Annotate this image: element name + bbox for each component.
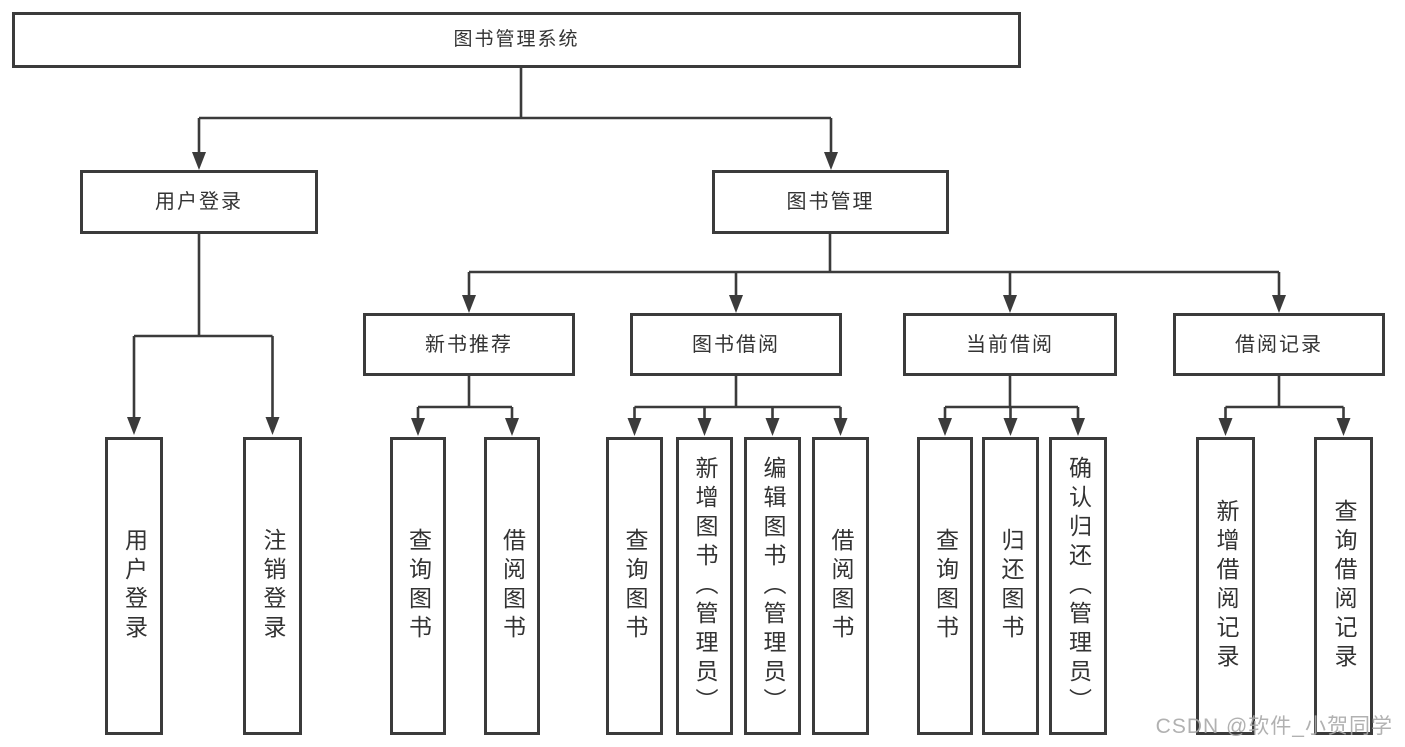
leaf-return-books: 归还图书: [982, 437, 1039, 735]
leaf-query-books-recommend: 查询图书: [390, 437, 446, 735]
leaf-borrow-books-recommend: 借阅图书: [484, 437, 540, 735]
leaf-user-login: 用户登录: [105, 437, 163, 735]
node-label: 图书管理系统: [453, 28, 580, 50]
leaf-logout: 注销登录: [243, 437, 302, 735]
node-label: 归还图书: [998, 528, 1024, 644]
node-label: 借阅图书: [499, 528, 526, 644]
leaf-add-book-admin: 新增图书（管理员）: [676, 437, 733, 735]
leaf-query-books-borrowing: 查询图书: [606, 437, 663, 735]
arrowheads: [127, 152, 1351, 436]
node-label: 注销登录: [260, 528, 286, 644]
node-label: 用户登录: [155, 191, 243, 213]
node-label: 查询图书: [932, 528, 959, 644]
leaf-borrow-books: 借阅图书: [812, 437, 869, 735]
node-label: 用户登录: [121, 528, 148, 644]
node-book-borrowing: 图书借阅: [630, 313, 842, 376]
node-library-management-system: 图书管理系统: [12, 12, 1021, 68]
leaf-add-borrow-record: 新增借阅记录: [1196, 437, 1255, 735]
node-label: 借阅记录: [1235, 333, 1323, 356]
node-borrowing-records: 借阅记录: [1173, 313, 1385, 376]
node-label: 查询借阅记录: [1331, 499, 1357, 673]
node-label: 新书推荐: [425, 333, 513, 356]
leaf-confirm-return-admin: 确认归还（管理员）: [1049, 437, 1107, 735]
node-label: 编辑图书（管理员）: [760, 455, 786, 717]
leaf-query-borrow-record: 查询借阅记录: [1314, 437, 1373, 735]
node-user-login: 用户登录: [80, 170, 318, 234]
leaf-query-books-current: 查询图书: [917, 437, 973, 735]
node-current-borrowing: 当前借阅: [903, 313, 1117, 376]
node-label: 当前借阅: [966, 333, 1054, 356]
leaf-edit-book-admin: 编辑图书（管理员）: [744, 437, 801, 735]
node-label: 图书借阅: [692, 333, 780, 356]
node-label: 图书管理: [786, 191, 875, 213]
node-book-management: 图书管理: [712, 170, 949, 234]
node-new-book-recommend: 新书推荐: [363, 313, 575, 376]
node-label: 新增图书（管理员）: [692, 455, 718, 717]
node-label: 确认归还（管理员）: [1065, 455, 1092, 717]
node-label: 新增借阅记录: [1213, 499, 1239, 673]
node-label: 查询图书: [622, 528, 648, 644]
node-label: 借阅图书: [828, 528, 854, 644]
node-label: 查询图书: [405, 528, 432, 644]
